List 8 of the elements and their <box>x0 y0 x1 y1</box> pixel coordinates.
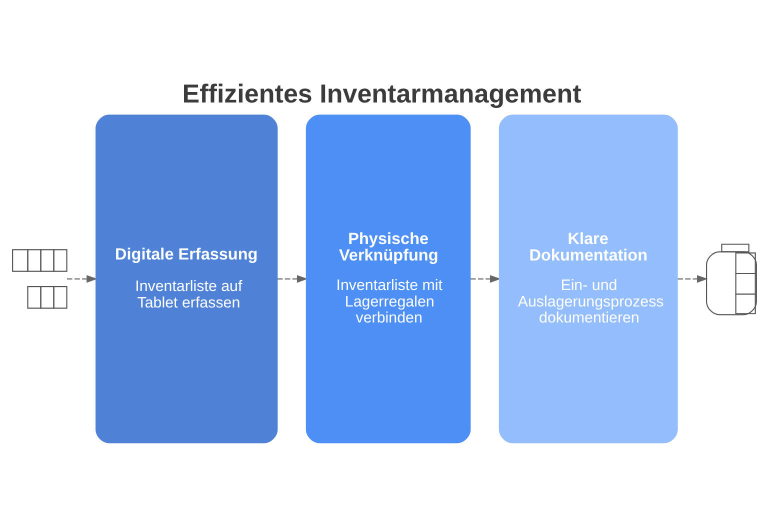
arrow <box>67 274 98 282</box>
arrow <box>470 274 501 282</box>
diagram-title: Effizientes Inventarmanagement <box>182 78 582 108</box>
arrow <box>678 274 708 282</box>
arrow <box>277 274 308 282</box>
node-box: Physische Verknüpfung Inventarliste mit Lagerregalen verbinden <box>306 114 471 443</box>
node-box: Digitale Erfassung Inventarliste auf Tablet erfassen <box>96 114 278 443</box>
node-box: Klare Dokumentation Ein- und Auslagerungsprozess dokumentieren <box>498 114 678 443</box>
